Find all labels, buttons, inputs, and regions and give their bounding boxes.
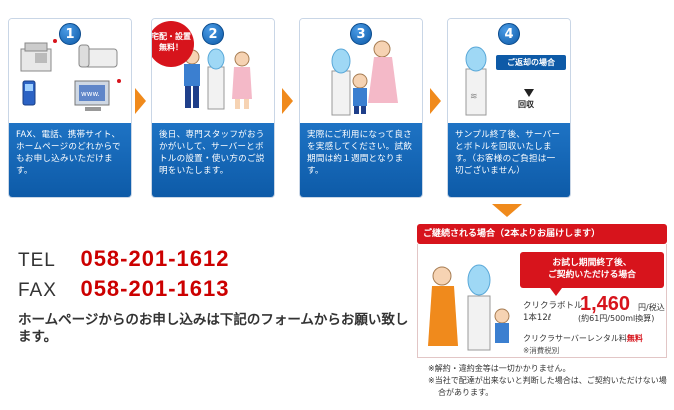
mother-child-server-icon [428, 264, 510, 351]
tel-line: TEL 058-201-1612 [18, 246, 229, 272]
tax-note: ※消費税別 [523, 346, 560, 355]
step-1-card: www. 1 FAX、電話、携帯サイト、ホームページのどれからでもお申し込みいた… [8, 18, 132, 198]
rental-label: クリクラサーバーレンタル料 [523, 334, 627, 343]
form-note: ホームページからのお申し込みは下記のフォームからお願い致します。 [18, 312, 409, 345]
fax-line: FAX 058-201-1613 [18, 276, 229, 302]
tel-number[interactable]: 058-201-1612 [80, 246, 230, 271]
free-install-badge-text: 宅配・設置 無料！ [151, 32, 191, 52]
step-2-number: 2 [202, 23, 224, 45]
server-return-icon: ≋ [465, 46, 534, 116]
step-4-text: サンプル終了後、サーバーとボトルを回収いたします。（お客様のご負担は一切ございま… [448, 123, 570, 197]
svg-text:≋: ≋ [470, 92, 478, 102]
step-3-text: 実際にご利用になって良さを実感してください。試飲期間は約１週間となります。 [300, 123, 422, 197]
rental-free: 無料 [626, 334, 643, 343]
free-install-badge: 宅配・設置 無料！ [151, 21, 194, 67]
family-drinking-icon [331, 40, 398, 116]
price-per-500ml: (約61円/500ml換算) [578, 314, 655, 323]
fax-label: FAX [18, 280, 57, 301]
footnote-2: ※当社で配達が出来ないと判断した場合は、ご契約いただけない場合があります。 [428, 376, 667, 397]
price-unit: 円/税込 [638, 303, 665, 312]
continue-banner: ご継続される場合（2本よりお届けします） [417, 224, 667, 244]
step-3-card: 3 実際にご利用になって良さを実感してください。試飲期間は約１週間となります。 [299, 18, 423, 198]
return-label: ご返却の場合 [496, 55, 566, 70]
step-2-text: 後日、専門スタッフがおうかがいして、サーバーとボトルの設置・使い方のご説明をいた… [152, 123, 274, 197]
rental-line: クリクラサーバーレンタル料無料 [523, 333, 643, 344]
contract-box: お試し期間終了後、 ご契約いただける場合 [520, 252, 664, 296]
collect-label: 回収 [518, 100, 534, 109]
step-arrow-2 [282, 88, 293, 114]
bottle-qty: 1本12ℓ [523, 313, 552, 323]
contract-box-text: お試し期間終了後、 ご契約いただける場合 [548, 258, 636, 280]
fax-number: 058-201-1613 [80, 276, 230, 301]
step-4-number: 4 [498, 23, 520, 45]
tel-label: TEL [18, 250, 56, 271]
step-4-illustration: ≋ [448, 19, 570, 123]
staff-install-icon [184, 48, 252, 110]
step-arrow-3 [430, 88, 441, 114]
step-1-number: 1 [59, 23, 81, 45]
bottle-name: クリクラボトル [523, 301, 583, 311]
bottle-price: 1,460 [580, 293, 631, 315]
step-3-number: 3 [350, 23, 372, 45]
footnote-1: ※解約・違約金等は一切かかりません。 [428, 364, 571, 373]
step-1-text: FAX、電話、携帯サイト、ホームページのどれからでもお申し込みいただけます。 [9, 123, 131, 197]
svg-text:www.: www. [81, 90, 100, 98]
step-4-card: ≋ ご返却の場合 回収 4 サンプル終了後、サーバーとボトルを回収いたします。（… [447, 18, 571, 198]
contact-devices-icon: www. [20, 39, 121, 111]
footnotes: ※解約・違約金等は一切かかりません。 ※当社で配達が出来ないと判断した場合は、ご… [428, 363, 672, 399]
step-arrow-1 [135, 88, 146, 114]
down-arrow [492, 204, 522, 217]
step-2-card: 宅配・設置 無料！ 2 後日、専門スタッフがおうかがいして、サーバーとボトルの設… [151, 18, 275, 198]
